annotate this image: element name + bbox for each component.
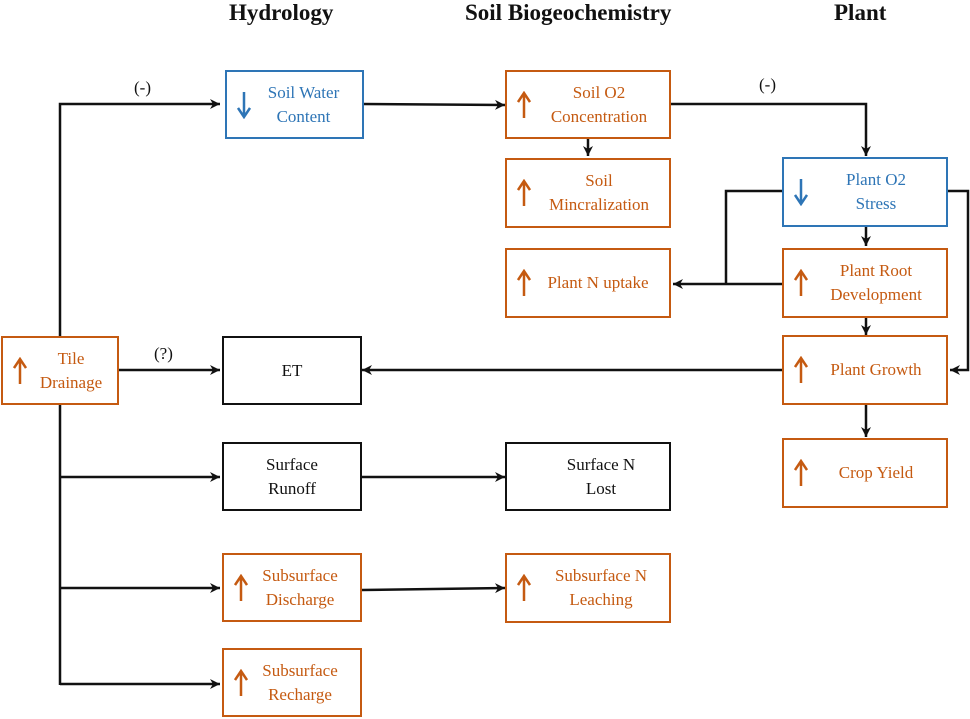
- edge-label-negative-soil-water: (-): [134, 78, 151, 97]
- up-arrow-icon: [517, 269, 531, 296]
- up-arrow-icon: [517, 574, 531, 601]
- up-arrow-icon: [794, 459, 808, 486]
- up-arrow-icon: [517, 179, 531, 206]
- node-label: Plant Growth: [830, 360, 922, 379]
- edge-label-uncertain-et: (?): [154, 344, 173, 363]
- node-crop-yield[interactable]: Crop Yield: [782, 438, 948, 508]
- node-soil-water-content[interactable]: Soil Water Content: [225, 70, 364, 139]
- node-surface-runoff[interactable]: Surface Runoff: [222, 442, 362, 511]
- up-arrow-icon: [234, 573, 248, 601]
- up-arrow-icon: [13, 356, 27, 384]
- node-label: Crop Yield: [838, 463, 914, 482]
- column-header-plant: Plant: [834, 0, 887, 25]
- node-label: Plant O2 Stress: [846, 170, 906, 213]
- node-label: Plant Root Development: [830, 261, 922, 304]
- node-label: Soil Mincralization: [548, 171, 650, 214]
- node-subsurface-discharge[interactable]: Subsurface Discharge: [222, 553, 362, 622]
- node-subsurface-recharge[interactable]: Subsurface Recharge: [222, 648, 362, 717]
- down-arrow-icon: [794, 179, 808, 206]
- node-label: Surface N Lost: [566, 454, 636, 498]
- down-arrow-icon: [237, 91, 251, 119]
- node-label: Tile Drainage: [39, 348, 103, 392]
- node-plant-growth[interactable]: Plant Growth: [782, 335, 948, 405]
- node-label: Plant N uptake: [547, 273, 649, 292]
- node-plant-n-uptake[interactable]: Plant N uptake: [505, 248, 671, 318]
- node-soil-o2-concentration[interactable]: Soil O2 Concentration: [505, 70, 671, 139]
- edge-tile-drainage-to-soil-water-content: [58, 99, 220, 337]
- node-label: Soil Water Content: [267, 82, 340, 126]
- up-arrow-icon: [794, 356, 808, 383]
- node-label: Subsurface Discharge: [262, 565, 338, 609]
- node-label: Subsurface N Leaching: [554, 566, 648, 609]
- edge-soil-water-to-soil-o2: [361, 99, 506, 110]
- edge-soil-o2-to-plant-o2-stress: [670, 102, 871, 156]
- node-soil-mineralization[interactable]: Soil Mincralization: [505, 158, 671, 228]
- up-arrow-icon: [517, 90, 531, 118]
- edge-subsurface-discharge-to-n-leaching: [361, 583, 506, 594]
- up-arrow-icon: [234, 668, 248, 696]
- node-label: Surface Runoff: [266, 454, 318, 498]
- node-label: Soil O2 Concentration: [550, 82, 648, 126]
- node-label: ET: [281, 360, 303, 380]
- edge-plant-o2-stress-to-plant-growth: [947, 189, 970, 375]
- column-header-hydrology: Hydrology: [229, 0, 334, 25]
- node-et[interactable]: ET: [222, 336, 362, 405]
- edge-plant-o2-stress-to-n-uptake: [724, 189, 782, 284]
- node-surface-n-lost[interactable]: Surface N Lost: [505, 442, 671, 511]
- edge-label-negative-plant-o2: (-): [759, 75, 776, 94]
- up-arrow-icon: [794, 269, 808, 296]
- node-label: Subsurface Recharge: [262, 660, 338, 704]
- node-tile-drainage[interactable]: Tile Drainage: [1, 336, 119, 405]
- column-header-soil-biogeochemistry: Soil Biogeochemistry: [465, 0, 672, 25]
- node-plant-o2-stress[interactable]: Plant O2 Stress: [782, 157, 948, 227]
- node-plant-root-development[interactable]: Plant Root Development: [782, 248, 948, 318]
- node-subsurface-n-leaching[interactable]: Subsurface N Leaching: [505, 553, 671, 623]
